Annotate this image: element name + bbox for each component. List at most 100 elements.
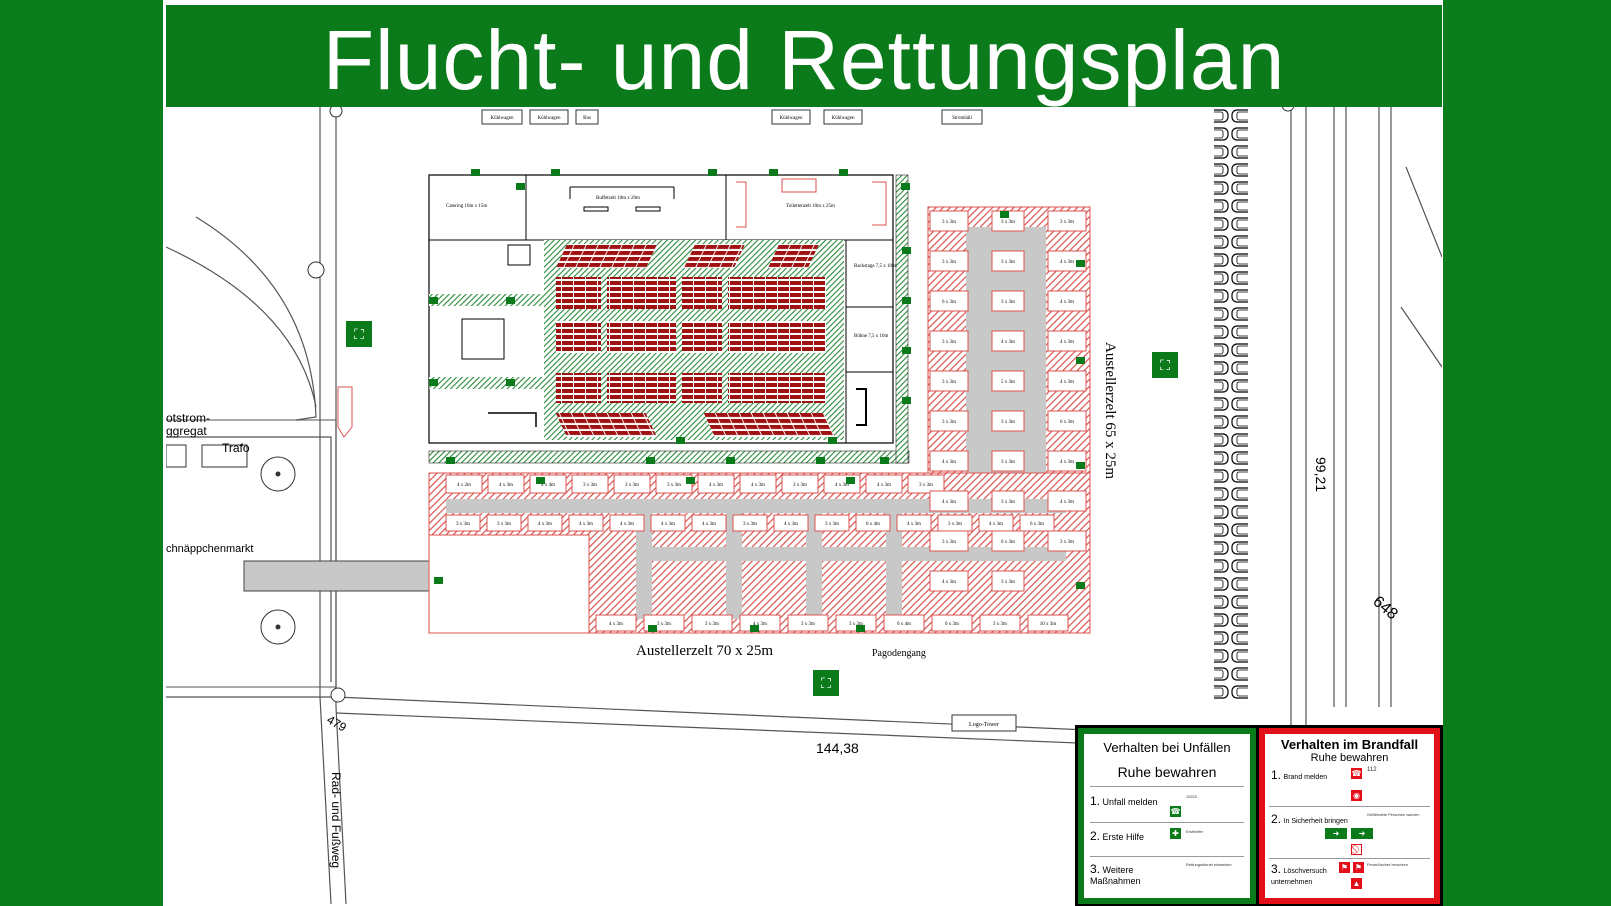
- site-map: Kühlwagen Kühlwagen Bus Kühlwagen Kühlwa…: [166, 107, 1442, 904]
- step-info: Feuerlöscher benutzen: [1367, 862, 1408, 867]
- booth: [527, 514, 563, 532]
- booth-label: 3 x 3m: [1001, 220, 1015, 225]
- exit-sign-icon: [726, 457, 735, 464]
- booth: [609, 514, 645, 532]
- exit-sign-icon: [828, 437, 837, 444]
- divider: [1090, 786, 1244, 787]
- divider: [1090, 822, 1244, 823]
- exit-sign-icon: [686, 477, 695, 484]
- booth: [929, 570, 969, 592]
- svg-text:⛶: ⛶: [821, 675, 831, 691]
- booth-label: 4 x 3m: [1001, 340, 1015, 345]
- room-label: Catering 10m x 15m: [446, 204, 487, 209]
- power-label: ggregat: [166, 424, 207, 438]
- market-label: chnäppchenmarkt: [166, 543, 253, 555]
- booth: [896, 514, 932, 532]
- booth: [991, 490, 1025, 512]
- booth-label: 4 x 3m: [751, 483, 765, 488]
- booth-label: 3 x 3m: [801, 622, 815, 627]
- stairs-icon: [337, 386, 353, 438]
- parking-area: [1214, 109, 1248, 703]
- booth-label: 4 x 3m: [702, 522, 716, 527]
- exit-sign-icon: [1076, 357, 1085, 364]
- booth-label: 5 x 3m: [1001, 380, 1015, 385]
- exit-sign-icon: [471, 169, 480, 176]
- assembly-point-icon: ⛶: [813, 670, 839, 696]
- exit-sign-icon: [1076, 260, 1085, 267]
- booth: [691, 514, 727, 532]
- exit-sign-icon: [846, 477, 855, 484]
- exit-sign-icon: [902, 347, 911, 354]
- top-buildings: [481, 109, 983, 125]
- fire-blanket-icon: ▲: [1351, 878, 1362, 889]
- booth: [929, 530, 969, 552]
- trafo-box: [201, 444, 248, 468]
- hose-icon: ⚑: [1353, 862, 1364, 873]
- extinguisher-icon: ⚑: [1339, 862, 1350, 873]
- booth-label: 4 x 3m: [989, 522, 1003, 527]
- step-info: 112: [1367, 767, 1377, 773]
- booth-label: 3 x 3m: [625, 483, 639, 488]
- booth-label: 6 x 3m: [945, 622, 959, 627]
- booth-label: 3 x 3m: [1001, 260, 1015, 265]
- booth: [1027, 614, 1069, 632]
- booth: [907, 474, 945, 494]
- exit-sign-icon: [708, 169, 717, 176]
- exit-sign-icon: [551, 169, 560, 176]
- phone-icon: ☎: [1170, 806, 1181, 817]
- path-label: Rad- und Fußweg: [329, 772, 343, 868]
- exit-sign-icon: [816, 457, 825, 464]
- booth-label: 3 x 3m: [849, 622, 863, 627]
- exit-sign-icon: [902, 247, 911, 254]
- exit-sign-icon: [902, 297, 911, 304]
- booth-label: 4 x 3m: [609, 622, 623, 627]
- booth-label: 4 x 3m: [579, 522, 593, 527]
- booth-label: 4 x 3m: [538, 522, 552, 527]
- trees: [260, 261, 325, 645]
- booth-label: 3 x 3m: [919, 483, 933, 488]
- page-title: Flucht- und Rettungsplan: [166, 5, 1442, 107]
- booth-label: 4 x 3m: [1060, 500, 1074, 505]
- booth-label: 10 x 3m: [1040, 622, 1057, 627]
- exit-sign-icon: [750, 625, 759, 632]
- power-label: otstrom-: [166, 411, 210, 425]
- walkway: [243, 560, 430, 592]
- booth-label: 3 x 3m: [942, 540, 956, 545]
- booth: [568, 514, 604, 532]
- room-label: Toilettenzelt 10m x 25m: [786, 204, 835, 209]
- booth-label: 4 x 3m: [907, 522, 921, 527]
- exit-arrow-icon: ➜: [1351, 828, 1373, 839]
- booth: [691, 614, 733, 632]
- booth-label: 4 x 3m: [835, 483, 849, 488]
- booth: [929, 370, 969, 392]
- booth: [773, 514, 809, 532]
- booth-label: 4 x 3m: [661, 522, 675, 527]
- accident-subtitle: Ruhe bewahren: [1117, 764, 1217, 780]
- booth: [1047, 330, 1087, 352]
- booth-label: 6 x 4m: [866, 522, 880, 527]
- main-hall: [428, 174, 910, 464]
- booth-label: 4 x 3m: [942, 460, 956, 465]
- booth-label: 3 x 3m: [1001, 420, 1015, 425]
- accident-step: 3. Weitere Maßnahmen: [1090, 862, 1141, 886]
- step-info: Ersthelfer: [1186, 829, 1204, 834]
- exit-sign-icon: [646, 457, 655, 464]
- fire-alarm-icon: ◉: [1351, 790, 1362, 801]
- booth-label: 4 x 3m: [1060, 300, 1074, 305]
- assembly-point-icon: ⛶: [1152, 352, 1178, 378]
- booth: [1047, 210, 1087, 232]
- exit-sign-icon: [856, 625, 865, 632]
- booth-label: 4 x 3m: [753, 622, 767, 627]
- booth-label: 3 x 3m: [1001, 580, 1015, 585]
- booth-label: 4 x 4m: [541, 483, 555, 488]
- booth: [991, 370, 1025, 392]
- accident-title: Verhalten bei Unfällen: [1103, 740, 1231, 755]
- booth: [1047, 530, 1087, 552]
- pagoda-label: Pagodengang: [872, 648, 926, 659]
- booth-label: 6 x 3m: [942, 300, 956, 305]
- parcel-number: 648: [1369, 593, 1400, 623]
- fire-step: 3. Löschversuch unternehmen: [1271, 862, 1327, 886]
- building-label: Bus: [583, 116, 591, 121]
- booth: [1047, 490, 1087, 512]
- exit-sign-icon: [516, 183, 525, 190]
